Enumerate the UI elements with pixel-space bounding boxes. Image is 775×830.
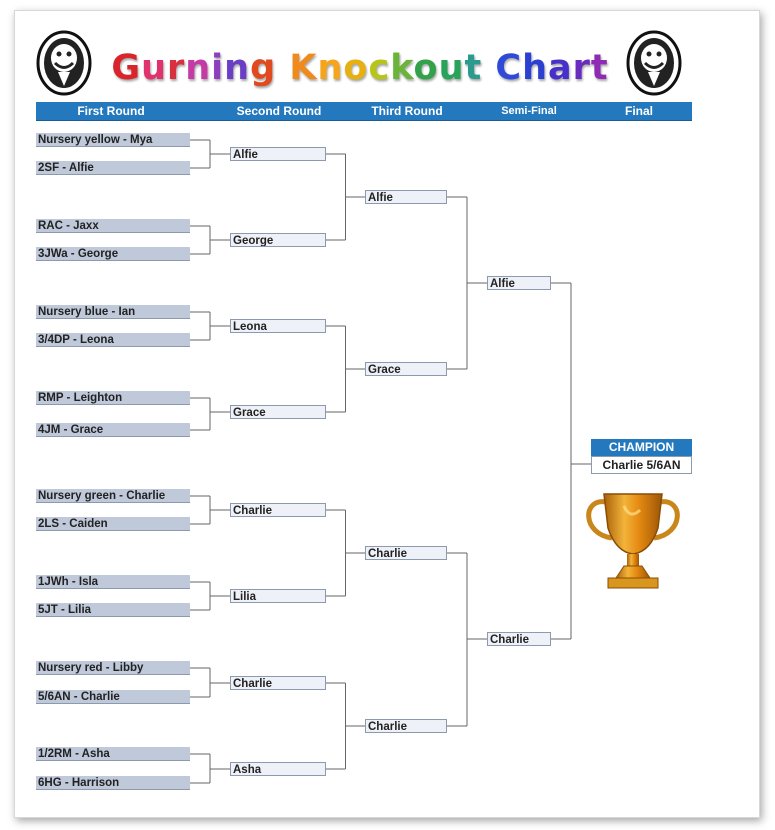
first-round-entry: 5JT - Lilia — [36, 603, 190, 617]
chart-title: Gurning Knockout Chart — [100, 48, 620, 88]
round-header-bar: First Round Second Round Third Round Sem… — [36, 102, 692, 121]
first-round-entry: Nursery blue - Ian — [36, 305, 190, 319]
first-round-entry: 2SF - Alfie — [36, 161, 190, 175]
first-round-entry: 4JM - Grace — [36, 423, 190, 437]
second-round-entry: Alfie — [230, 147, 326, 161]
school-logo-right — [626, 30, 682, 96]
round-header-semi: Semi-Final — [501, 105, 557, 117]
title-word-chart: Chart — [495, 48, 609, 88]
semi-final-entry: Charlie — [487, 632, 551, 646]
second-round-entry: Grace — [230, 405, 326, 419]
round-header-first: First Round — [77, 104, 145, 118]
third-round-entry: Grace — [365, 362, 447, 376]
first-round-entry: RMP - Leighton — [36, 391, 190, 405]
second-round-entry: Leona — [230, 319, 326, 333]
first-round-entry: 1JWh - Isla — [36, 575, 190, 589]
third-round-entry: Alfie — [365, 190, 447, 204]
first-round-entry: 2LS - Caiden — [36, 517, 190, 531]
first-round-entry: 1/2RM - Asha — [36, 747, 190, 761]
round-header-second: Second Round — [236, 104, 322, 118]
second-round-entry: Asha — [230, 762, 326, 776]
first-round-entry: 3JWa - George — [36, 247, 190, 261]
second-round-entry: Charlie — [230, 676, 326, 690]
round-header-third: Third Round — [371, 104, 443, 118]
title-word-knockout: Knockout — [289, 48, 483, 88]
first-round-entry: Nursery green - Charlie — [36, 489, 190, 503]
first-round-entry: Nursery red - Libby — [36, 661, 190, 675]
first-round-entry: 3/4DP - Leona — [36, 333, 190, 347]
school-logo-left — [36, 30, 92, 96]
first-round-entry: 5/6AN - Charlie — [36, 690, 190, 704]
first-round-entry: Nursery yellow - Mya — [36, 133, 190, 147]
third-round-entry: Charlie — [365, 719, 447, 733]
champion-name: Charlie 5/6AN — [591, 456, 692, 474]
first-round-entry: RAC - Jaxx — [36, 219, 190, 233]
title-word-gurning: Gurning — [111, 48, 277, 88]
semi-final-entry: Alfie — [487, 276, 551, 290]
first-round-entry: 6HG - Harrison — [36, 776, 190, 790]
third-round-entry: Charlie — [365, 546, 447, 560]
second-round-entry: George — [230, 233, 326, 247]
round-header-final: Final — [624, 104, 653, 118]
second-round-entry: Lilia — [230, 589, 326, 603]
trophy-icon — [580, 488, 686, 592]
second-round-entry: Charlie — [230, 503, 326, 517]
champion-label: CHAMPION — [591, 439, 692, 456]
